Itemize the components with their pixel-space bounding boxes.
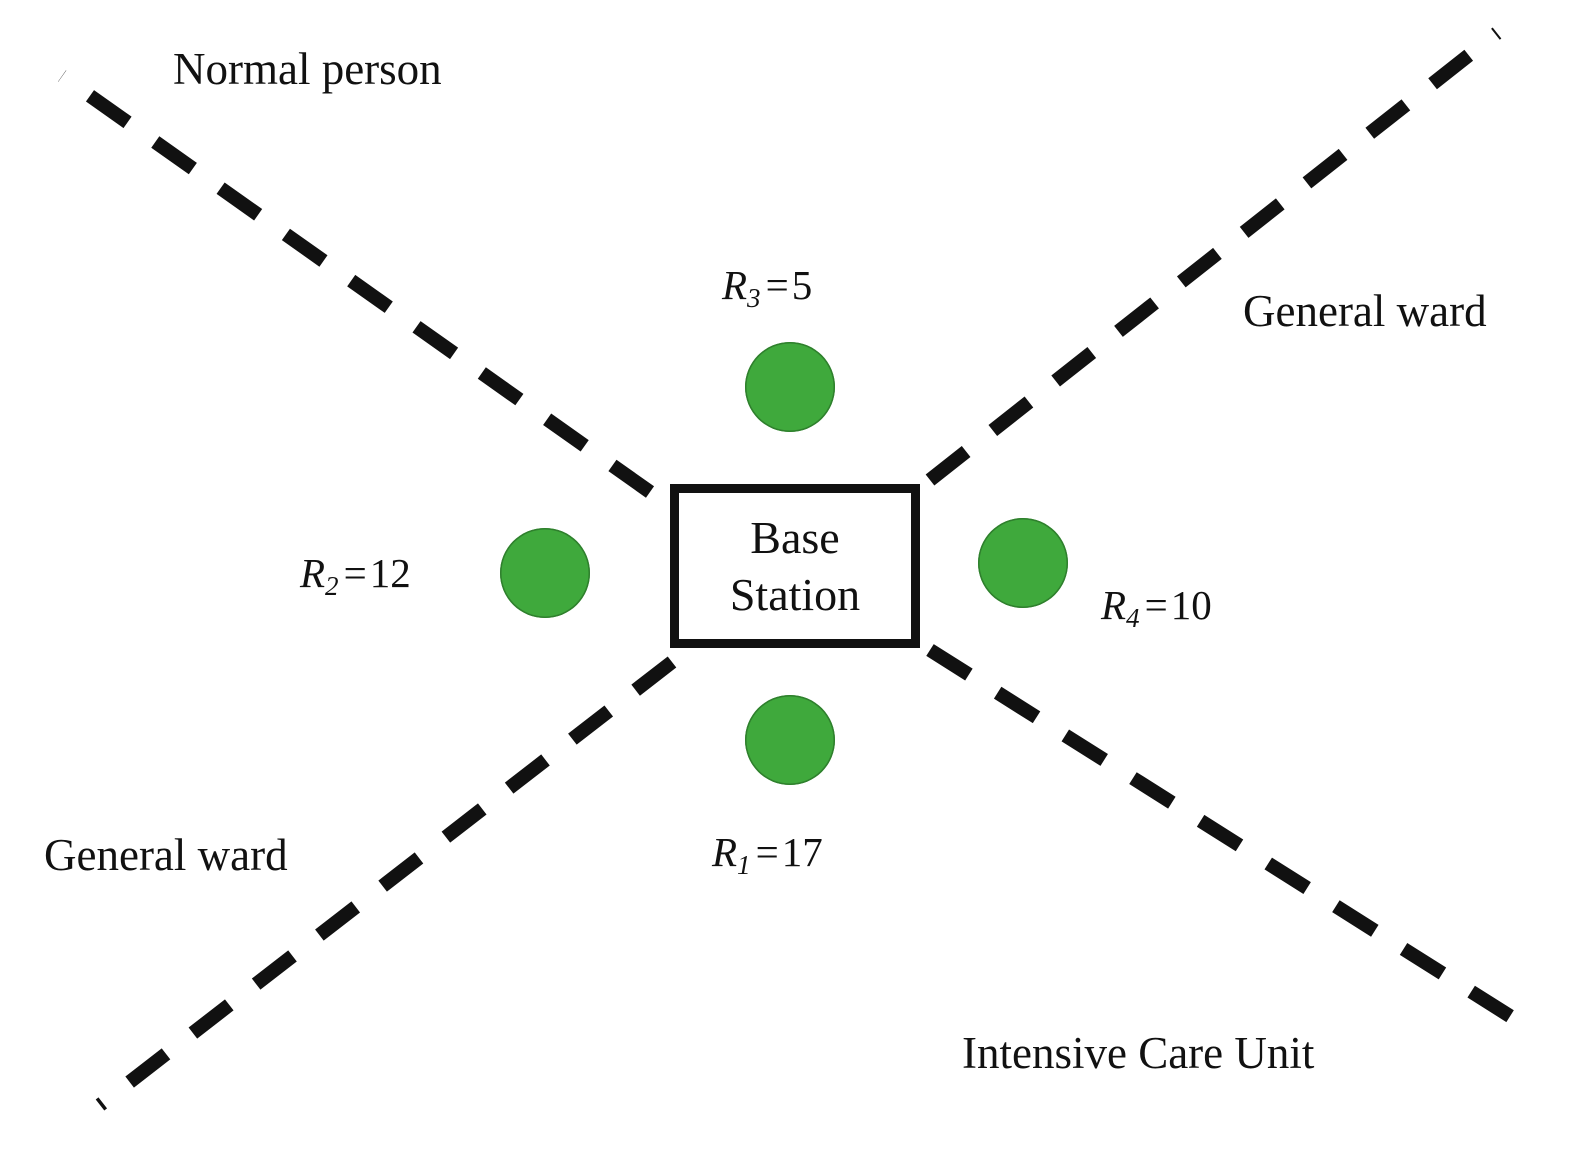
node-circle-r4 [978, 518, 1068, 608]
zone-label-general-ward-right: General ward [1243, 286, 1487, 336]
node-value-r2: 12 [369, 550, 411, 596]
node-symbol-r4: R [1101, 582, 1127, 628]
zone-label-normal-person: Normal person [173, 44, 442, 94]
node-symbol-r1: R [712, 829, 738, 875]
node-equals-r3: = [765, 262, 789, 308]
dashed-ray-upper-left [57, 70, 655, 498]
node-circle-r2 [500, 528, 590, 618]
node-subscript-r1: 1 [737, 850, 751, 881]
node-equals-r1: = [755, 829, 779, 875]
node-circle-r1 [745, 695, 835, 785]
node-subscript-r4: 4 [1126, 603, 1140, 634]
dashed-ray-lower-left [95, 656, 677, 1111]
node-circle-r3 [745, 342, 835, 432]
node-symbol-r2: R [300, 550, 326, 596]
base-station-box: Base Station [670, 484, 920, 648]
node-equals-r4: = [1144, 582, 1168, 628]
dashed-ray-upper-right [925, 27, 1502, 486]
node-symbol-r3: R [722, 262, 748, 308]
node-label-r3: R3=5 [722, 265, 812, 312]
node-equals-r2: = [343, 550, 367, 596]
node-label-r4: R4=10 [1101, 585, 1212, 632]
dashed-ray-lower-right [926, 644, 1536, 1036]
base-station-label-line2: Station [729, 569, 861, 620]
zone-label-general-ward-left: General ward [44, 830, 288, 880]
node-subscript-r2: 2 [325, 571, 339, 602]
node-value-r4: 10 [1170, 582, 1212, 628]
base-station-label-line1: Base [750, 511, 840, 563]
node-label-r1: R1=17 [712, 832, 823, 879]
zone-label-intensive-care-unit: Intensive Care Unit [962, 1028, 1315, 1078]
node-label-r2: R2=12 [300, 553, 411, 600]
node-value-r1: 17 [781, 829, 823, 875]
node-value-r3: 5 [791, 262, 813, 308]
node-subscript-r3: 3 [747, 283, 761, 314]
